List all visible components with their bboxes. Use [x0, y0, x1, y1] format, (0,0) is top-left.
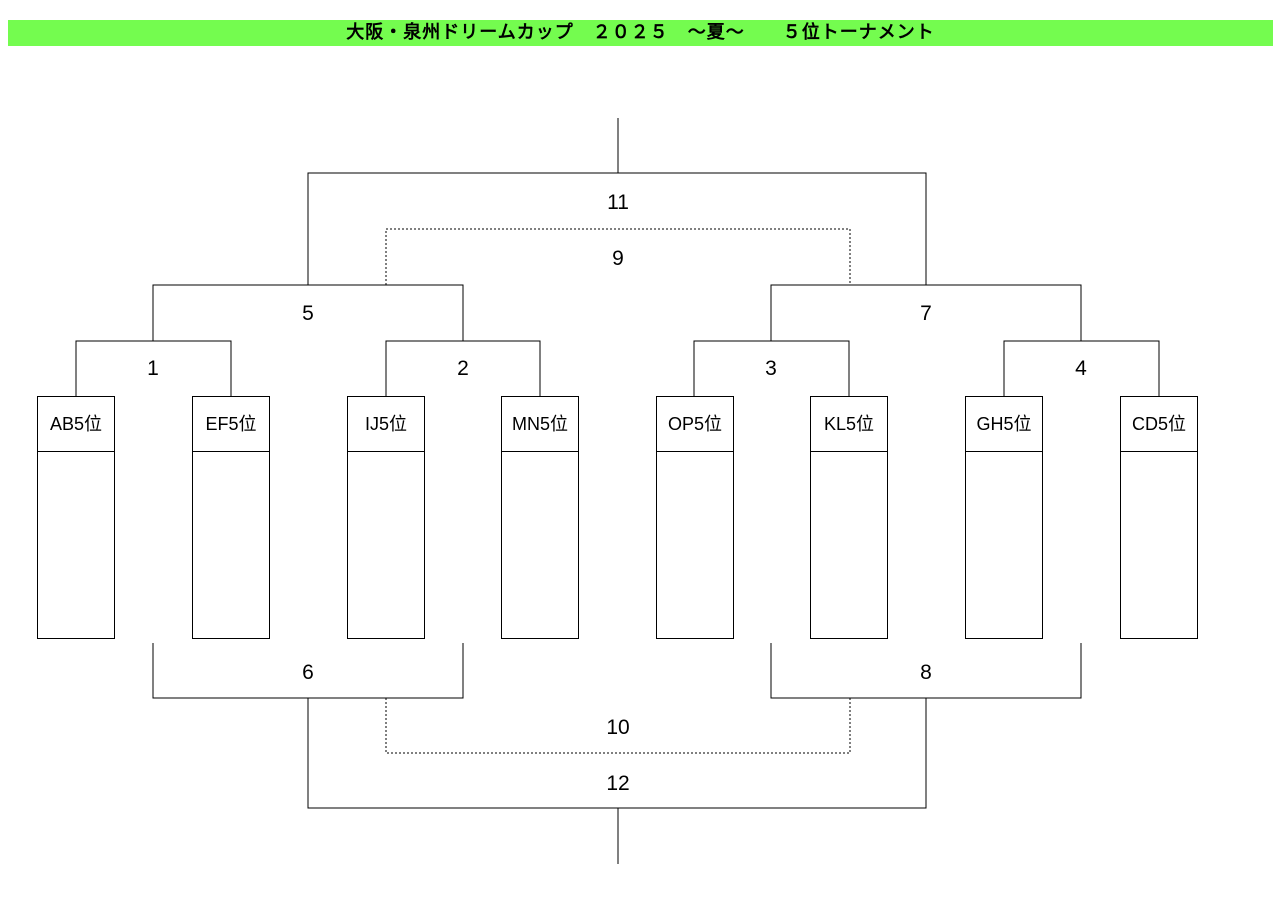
team-box-8: CD5位 — [1120, 396, 1198, 639]
match-number-1: 1 — [147, 357, 159, 380]
match-7-bracket — [770, 284, 1082, 341]
team-box-5: OP5位 — [656, 396, 734, 639]
match-number-8: 8 — [920, 661, 932, 684]
match-1-bracket — [75, 340, 232, 396]
team-name: CD5位 — [1121, 397, 1197, 452]
team-name: AB5位 — [38, 397, 114, 452]
team-name: KL5位 — [811, 397, 887, 452]
match-number-4: 4 — [1075, 357, 1087, 380]
team-name: GH5位 — [966, 397, 1042, 452]
team-name: MN5位 — [502, 397, 578, 452]
match-number-12: 12 — [606, 772, 629, 795]
match-number-3: 3 — [765, 357, 777, 380]
team-name: OP5位 — [657, 397, 733, 452]
match-number-10: 10 — [606, 716, 629, 739]
match-3-bracket — [693, 340, 850, 396]
match-number-7: 7 — [920, 302, 932, 325]
team-box-3: IJ5位 — [347, 396, 425, 639]
page-title: 大阪・泉州ドリームカップ ２０２５ ～夏～ ５位トーナメント — [8, 20, 1273, 46]
team-box-6: KL5位 — [810, 396, 888, 639]
team-name: EF5位 — [193, 397, 269, 452]
match-12-bracket — [307, 698, 927, 809]
match-5-bracket — [152, 284, 464, 341]
match-11-bracket — [307, 172, 927, 285]
team-box-2: EF5位 — [192, 396, 270, 639]
team-box-7: GH5位 — [965, 396, 1043, 639]
match-number-11: 11 — [607, 191, 629, 214]
match-number-5: 5 — [302, 302, 314, 325]
team-name: IJ5位 — [348, 397, 424, 452]
match-number-2: 2 — [457, 357, 469, 380]
match-9-bracket — [385, 228, 851, 285]
match-number-9: 9 — [612, 247, 624, 270]
match-number-6: 6 — [302, 661, 314, 684]
match-2-bracket — [385, 340, 541, 396]
team-box-1: AB5位 — [37, 396, 115, 639]
match-4-bracket — [1003, 340, 1160, 396]
team-box-4: MN5位 — [501, 396, 579, 639]
